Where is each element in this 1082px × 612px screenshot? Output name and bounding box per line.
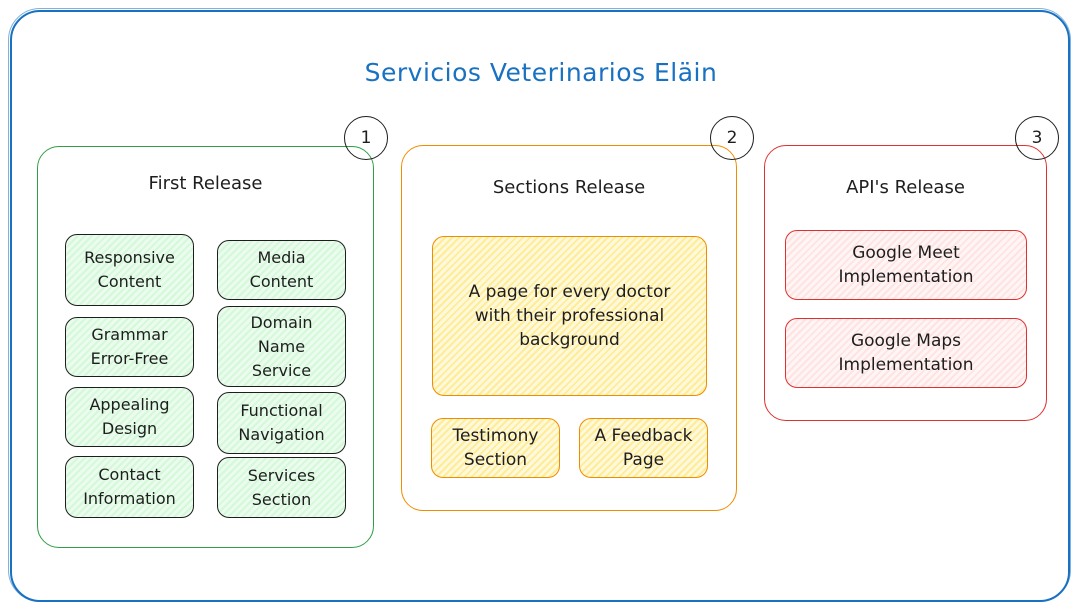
item-feedback-page: A Feedback Page: [579, 418, 708, 478]
item-functional-navigation: Functional Navigation: [217, 392, 346, 454]
first-release-column: First Release: [37, 146, 374, 548]
item-testimony-section: Testimony Section: [431, 418, 560, 478]
item-responsive-content: Responsive Content: [65, 234, 194, 306]
diagram-title: Servicios Veterinarios Eläin: [364, 58, 718, 87]
item-media-content: Media Content: [217, 240, 346, 300]
item-grammar-error-free: Grammar Error-Free: [65, 317, 194, 377]
item-google-maps: Google Maps Implementation: [785, 318, 1027, 388]
first-release-title: First Release: [148, 173, 263, 194]
sections-release-title: Sections Release: [492, 177, 646, 198]
release-badge-1: 1: [344, 116, 388, 160]
sections-release-column: Sections Release: [401, 145, 737, 511]
outer-frame: [8, 8, 1071, 602]
item-services-section: Services Section: [217, 457, 346, 518]
item-appealing-design: Appealing Design: [65, 387, 194, 447]
release-badge-3: 3: [1015, 116, 1059, 160]
item-contact-information: Contact Information: [65, 456, 194, 518]
item-google-meet: Google Meet Implementation: [785, 230, 1027, 300]
release-badge-2: 2: [710, 116, 754, 160]
item-doctor-page: A page for every doctor with their profe…: [432, 236, 707, 396]
api-release-title: API's Release: [846, 177, 965, 198]
item-domain-name-service: Domain Name Service: [217, 306, 346, 387]
api-release-column: API's Release: [764, 145, 1047, 421]
